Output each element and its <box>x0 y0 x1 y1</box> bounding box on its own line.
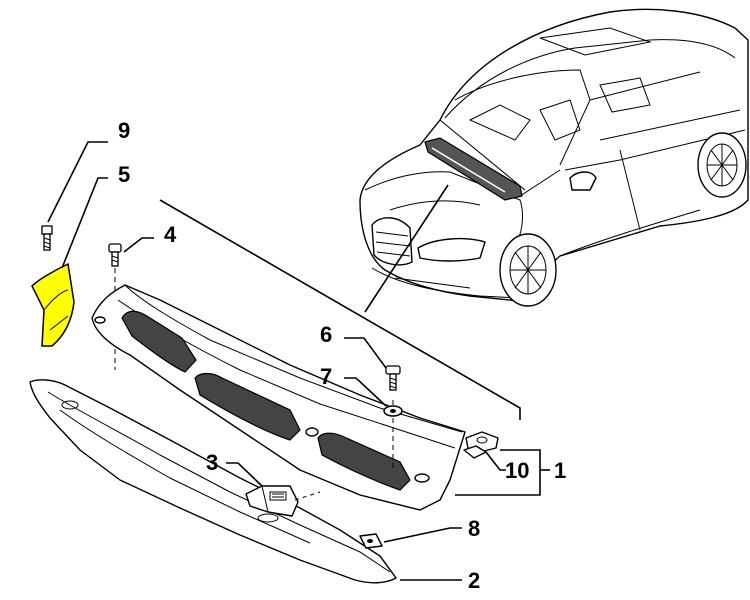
callout-4: 4 <box>164 222 177 247</box>
callout-5: 5 <box>118 162 130 187</box>
car-illustration <box>359 8 749 307</box>
part-6-bolt <box>385 365 401 391</box>
car-to-part-leader <box>364 184 449 313</box>
part-3-bracket <box>245 485 299 517</box>
callout-1: 1 <box>554 458 566 483</box>
callout-2: 2 <box>468 568 480 593</box>
part-1-cowl-panel <box>91 284 466 511</box>
callout-7: 7 <box>320 364 332 389</box>
part-9-bolt <box>41 225 53 251</box>
part-10-clip <box>463 431 499 459</box>
callout-9: 9 <box>118 118 130 143</box>
part-5-highlight <box>31 262 75 347</box>
callout-6: 6 <box>320 322 332 347</box>
part-3-axis <box>294 491 321 501</box>
callout-10: 10 <box>505 458 529 483</box>
callout-3: 3 <box>206 450 218 475</box>
callout-8: 8 <box>468 516 480 541</box>
leader-lines <box>47 141 550 581</box>
part-4-bolt <box>108 243 122 267</box>
part-2-lower-panel <box>29 379 397 584</box>
